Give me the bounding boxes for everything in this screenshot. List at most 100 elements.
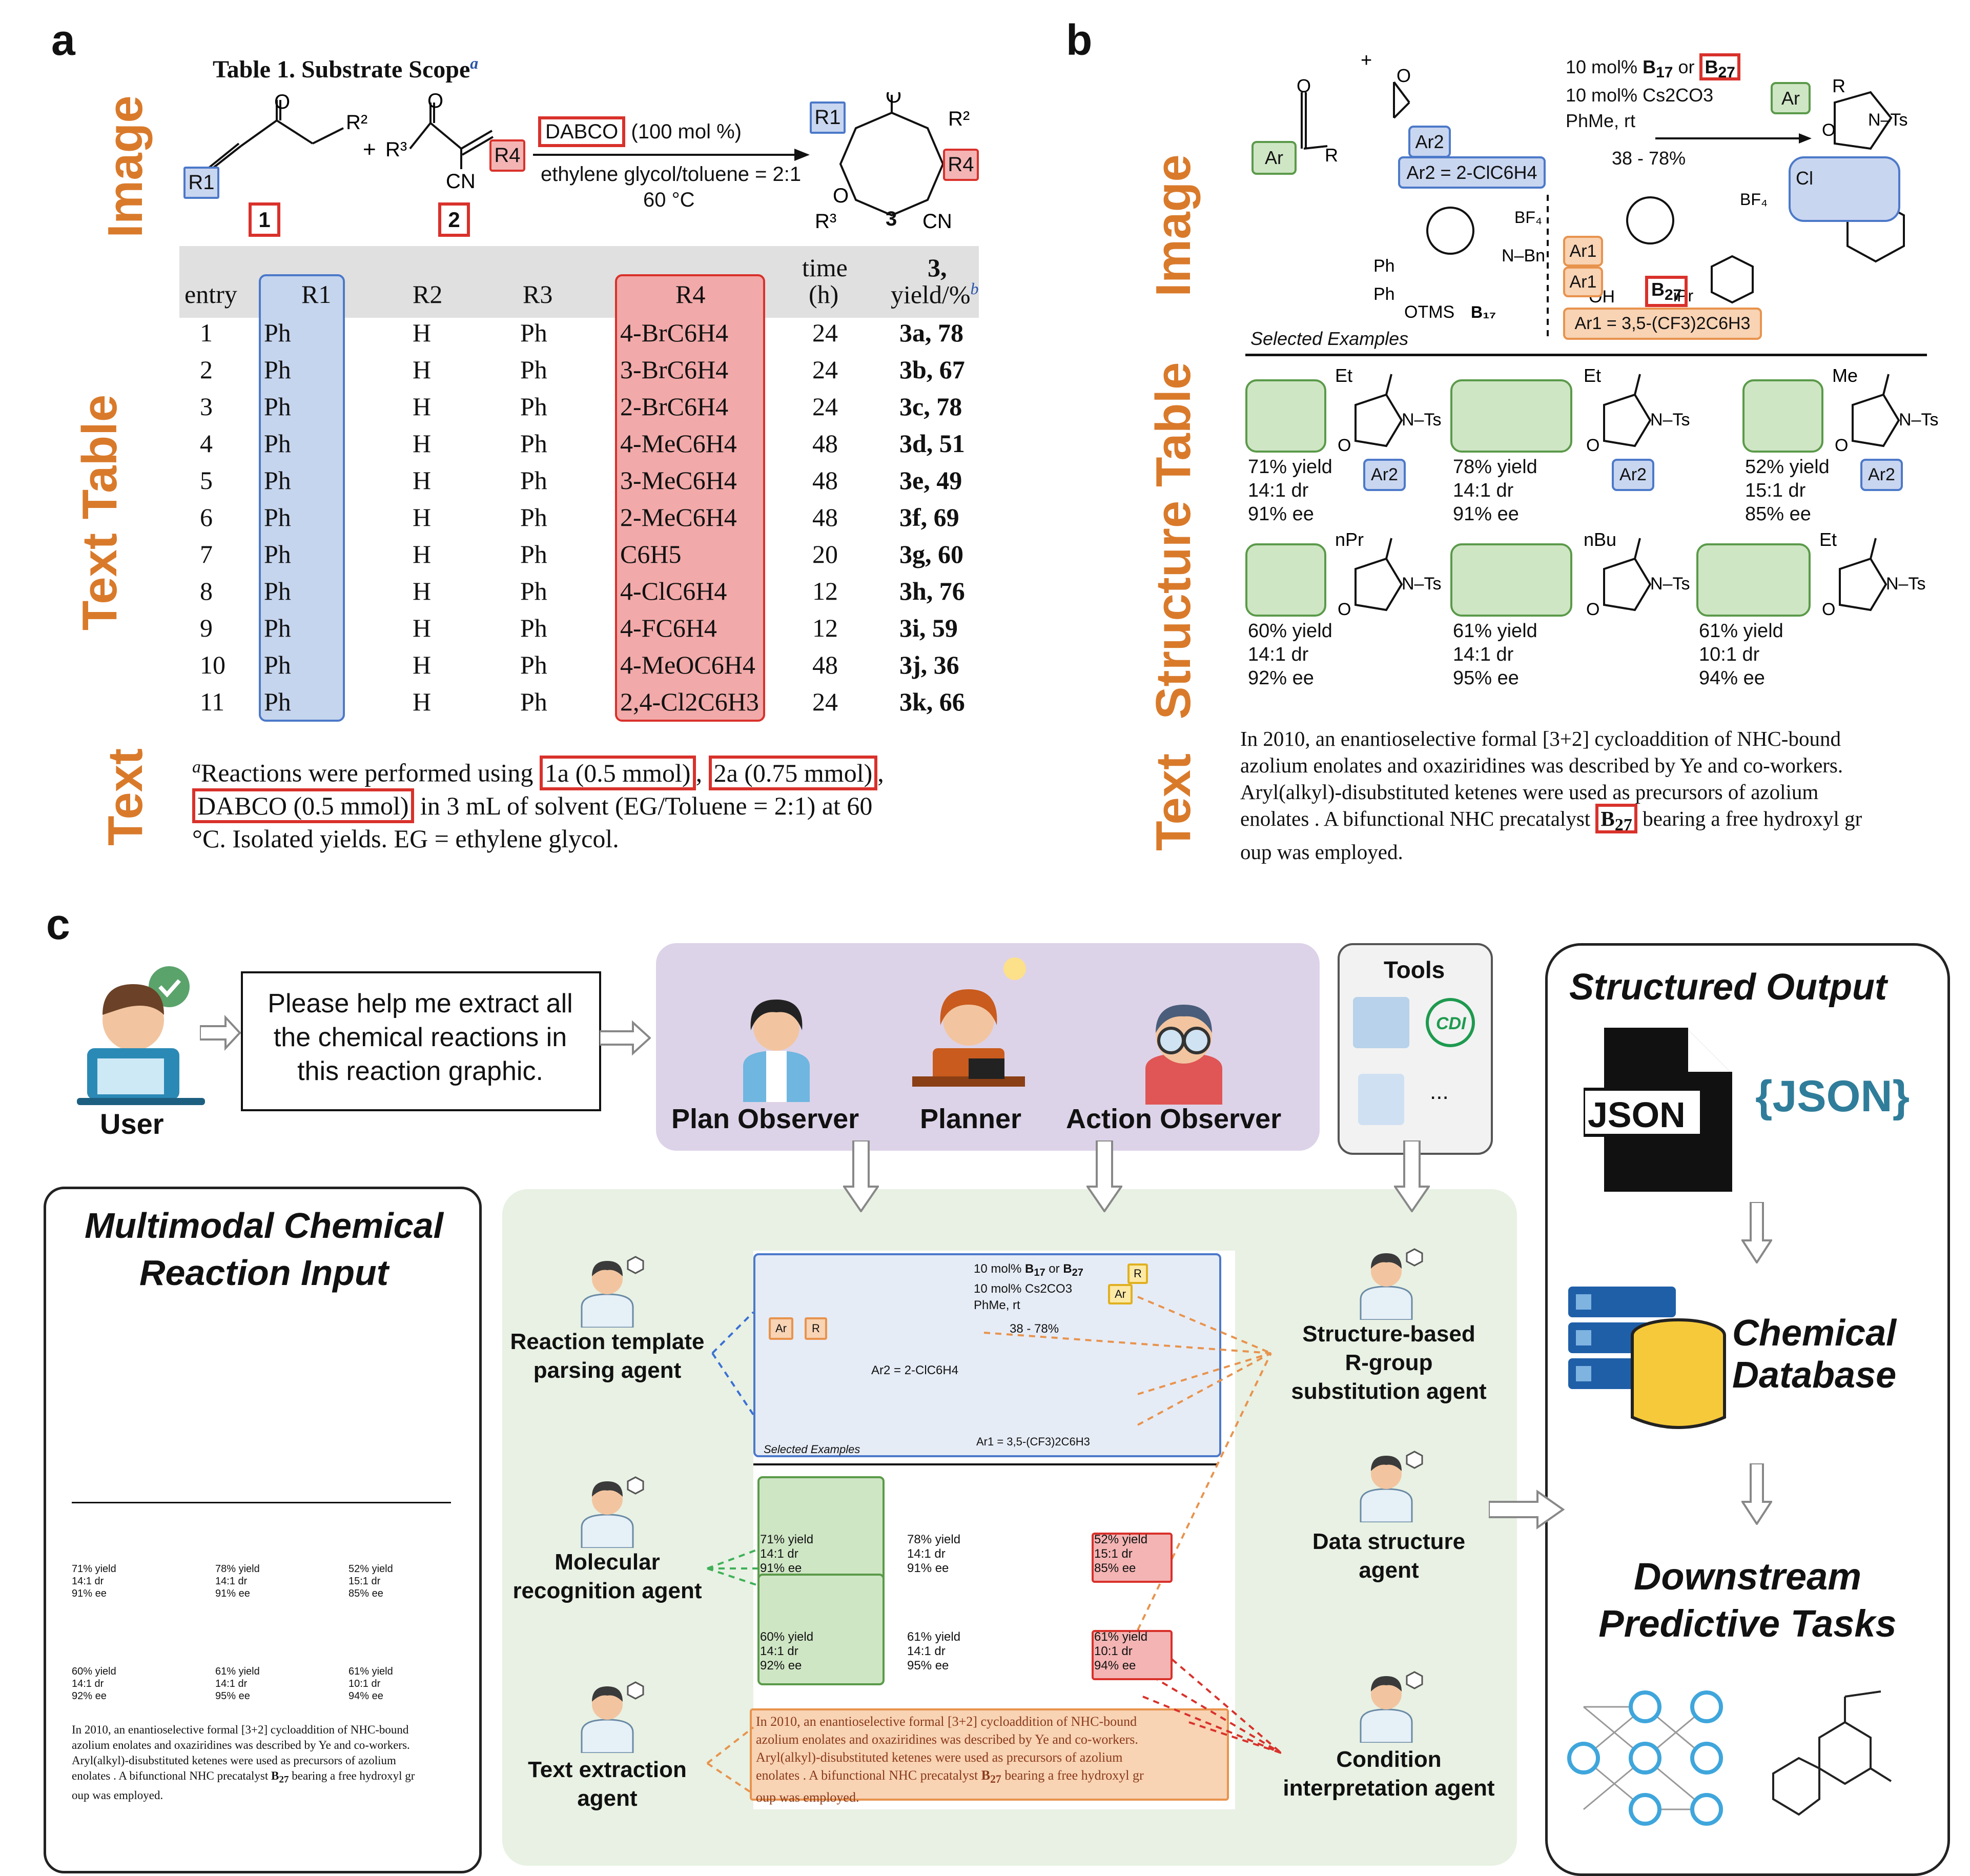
paragraph-b: In 2010, an enantioselective formal [3+2… — [1240, 727, 1862, 864]
example-ee: 91% ee — [1248, 503, 1314, 525]
footnote-dabco: DABCO (0.5 mmol) — [192, 788, 414, 823]
table-cell-entry: 1 — [200, 318, 213, 347]
table-cell-r1: Ph — [264, 392, 291, 421]
thumb-example-dr: 15:1 dr — [348, 1576, 381, 1587]
example-yield: 78% yield — [1453, 456, 1537, 478]
svg-text:B₁₇: B₁₇ — [1471, 303, 1496, 321]
svg-text:R³: R³ — [385, 138, 407, 161]
thumb-example-dr: 14:1 dr — [72, 1678, 104, 1689]
example-ee: 85% ee — [1745, 503, 1811, 525]
condition-b-1: 10 mol% B17 or B27 — [1566, 53, 1740, 81]
arrow-user-to-prompt — [200, 1015, 241, 1051]
condition-b-3: PhMe, rt — [1566, 110, 1636, 131]
ar1-tag-1: Ar1 — [1563, 236, 1603, 267]
scientist-agent-icon — [1360, 1248, 1423, 1320]
table-cell-r4: 4-MeC6H4 — [620, 429, 737, 458]
footnote-1a: 1a (0.5 mmol) — [539, 755, 696, 790]
table-cell-yield: 3j, 36 — [899, 650, 959, 679]
example-aryl-highlight — [1742, 379, 1823, 453]
table-cell-r3: Ph — [520, 429, 547, 458]
central-selected-examples: Selected Examples — [764, 1443, 860, 1456]
arrow-prompt-to-agents — [600, 1020, 651, 1056]
central-example-yield: 52% yield — [1094, 1533, 1148, 1546]
compound-1-label: 1 — [249, 202, 280, 237]
svg-text:N–Ts: N–Ts — [1650, 574, 1690, 594]
svg-text:Ph: Ph — [1373, 284, 1395, 304]
table-cell-time: 24 — [812, 318, 838, 347]
central-product-ar-tag: Ar — [1108, 1284, 1133, 1304]
central-example-ee: 91% ee — [907, 1561, 949, 1575]
table-cell-r2: H — [413, 466, 432, 495]
svg-text:Et: Et — [1819, 529, 1837, 550]
thumb-example-dr: 14:1 dr — [215, 1678, 248, 1689]
svg-text:OTMS: OTMS — [1404, 302, 1454, 322]
example-dr: 14:1 dr — [1453, 644, 1514, 665]
table-cell-r4: 4-MeOC6H4 — [620, 650, 755, 679]
input-thumbnail: In 2010, an enantioselective formal [3+2… — [72, 1333, 461, 1845]
svg-text:O: O — [427, 92, 443, 112]
central-example-ee: 91% ee — [760, 1561, 802, 1575]
r4-tag-compound2: R4 — [489, 139, 525, 172]
svg-text:N–Ts: N–Ts — [1899, 410, 1938, 430]
central-paragraph: In 2010, an enantioselective formal [3+2… — [750, 1708, 1229, 1805]
svg-text:+: + — [1361, 51, 1372, 71]
example-dr: 14:1 dr — [1453, 480, 1514, 501]
example-aryl-highlight — [1696, 543, 1811, 617]
table-cell-r3: Ph — [520, 466, 547, 495]
table-cell-r3: Ph — [520, 318, 547, 347]
svg-text:O: O — [274, 92, 290, 113]
central-example-dr: 14:1 dr — [907, 1547, 946, 1561]
table-cell-r2: H — [413, 577, 432, 605]
example-aryl-highlight — [1245, 543, 1326, 617]
central-example-dr: 14:1 dr — [760, 1644, 798, 1658]
example-structure: EtN–TsO — [1819, 529, 1925, 619]
thumb-example-ee: 92% ee — [72, 1690, 107, 1702]
svg-text:CN: CN — [922, 210, 952, 233]
example-yield: 61% yield — [1453, 620, 1537, 642]
example-structure: MeN–TsO — [1832, 365, 1938, 455]
table-cell-yield: 3a, 78 — [899, 318, 963, 347]
svg-text:R²: R² — [346, 111, 367, 134]
svg-text:N–Ts: N–Ts — [1402, 410, 1441, 430]
table-cell-yield: 3f, 69 — [899, 503, 959, 532]
central-example-yield: 60% yield — [760, 1630, 814, 1644]
central-example-yield: 78% yield — [907, 1533, 961, 1546]
footnote-block: aReactions were performed using 1a (0.5 … — [192, 751, 981, 855]
central-example-highlight — [757, 1574, 885, 1685]
table-cell-entry: 11 — [200, 687, 225, 716]
svg-text:R: R — [1832, 75, 1845, 96]
header-entry: entry — [184, 280, 237, 309]
table-cell-yield: 3k, 66 — [899, 687, 965, 716]
dabco-reagent: DABCO — [538, 116, 626, 147]
ar1-definition: Ar1 = 3,5-(CF3)2C6H3 — [1563, 308, 1762, 340]
json-file-icon — [1584, 1028, 1732, 1192]
r1-tag-compound1: R1 — [183, 167, 219, 199]
condition-b-2: 10 mol% Cs2CO3 — [1566, 85, 1714, 106]
svg-text:N–Ts: N–Ts — [1650, 410, 1690, 430]
table-cell-entry: 3 — [200, 392, 213, 421]
table-cell-yield: 3c, 78 — [899, 392, 962, 421]
r4-column-highlight — [615, 274, 765, 722]
arrow-to-output — [1489, 1490, 1565, 1530]
table-cell-yield: 3d, 51 — [899, 429, 965, 458]
arrow-db-to-downstream — [1741, 1463, 1772, 1525]
prompt-text: Please help me extract all the chemical … — [268, 989, 573, 1086]
table-cell-r2: H — [413, 392, 432, 421]
table-cell-r4: 2,4-Cl2C6H3 — [620, 687, 759, 716]
table-cell-r4: 4-BrC6H4 — [620, 318, 729, 347]
footnote-2a: 2a (0.75 mmol) — [708, 755, 878, 790]
svg-text:nBu: nBu — [1584, 529, 1616, 550]
reaction-scheme-a: O R² + R³ O CN O O R² R³ CN — [204, 92, 970, 233]
example-structure: EtN–TsO — [1584, 365, 1690, 455]
label-text-b: Text — [1146, 753, 1201, 851]
panel-letter-a: a — [51, 16, 75, 64]
svg-text:O: O — [1835, 436, 1848, 455]
central-example-yield: 71% yield — [760, 1533, 814, 1546]
prompt-box — [241, 971, 601, 1111]
thumb-example-yield: 71% yield — [72, 1563, 116, 1575]
thumb-example-yield: 61% yield — [215, 1666, 260, 1677]
central-example-highlight — [1092, 1533, 1173, 1583]
svg-text:O: O — [1397, 65, 1411, 86]
